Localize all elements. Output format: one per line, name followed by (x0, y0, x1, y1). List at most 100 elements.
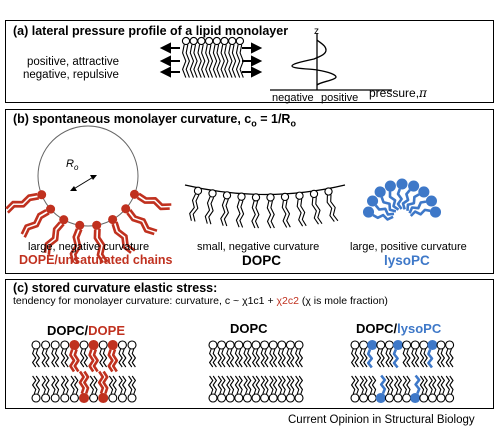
lipid-tail (239, 44, 244, 78)
lipid-head (235, 36, 245, 46)
lipid-tail (97, 228, 109, 263)
lipid-tail (185, 44, 190, 78)
lipid-tail (394, 375, 399, 395)
lipid-head (121, 204, 131, 214)
mix1-label: DOPC/DOPE (47, 323, 126, 338)
lipid-head (384, 393, 394, 403)
lipid-tail (411, 348, 416, 368)
lipid-tail (122, 348, 127, 368)
lipid-head (392, 339, 404, 351)
lipid-tail (266, 200, 272, 229)
lipid-tail (201, 44, 206, 78)
lipid-tail (406, 375, 411, 395)
lipid-head (225, 340, 235, 350)
lipid-head (225, 393, 235, 403)
lipid-tail (112, 375, 117, 395)
lipid-head (59, 215, 69, 225)
lipid-tail (74, 375, 79, 395)
lipid-tail (414, 374, 421, 394)
lipid-tail (205, 44, 210, 78)
lipid-tail (228, 44, 233, 78)
lipid-tail (212, 348, 217, 368)
lipid-head (217, 393, 227, 403)
lipid-head (208, 340, 218, 350)
lipid-tail (83, 348, 88, 368)
lipid-tail (51, 348, 56, 368)
lipid-tail (226, 348, 231, 368)
lipid-tail (107, 349, 114, 373)
lipid-head (237, 192, 246, 201)
lipid-tail (290, 375, 295, 395)
lipid-tail (35, 375, 40, 395)
lipid-head (260, 393, 270, 403)
lipid-head (37, 190, 47, 200)
col1-desc: large, negative curvature (28, 241, 150, 253)
lipid-tail (32, 375, 37, 395)
lipid-tail (111, 349, 119, 373)
lipid-tail (118, 375, 123, 395)
lipid-tail (402, 348, 407, 368)
lipid-tail (92, 349, 99, 373)
lipid-tail (136, 196, 170, 211)
lipid-tail (330, 194, 339, 222)
lipid-tail (74, 229, 83, 264)
lipid-tail (354, 375, 359, 395)
lipid-tail (220, 44, 225, 78)
lipid-tail (229, 375, 235, 395)
axis-z: z (314, 26, 319, 37)
lipid-tail (440, 348, 445, 368)
lipid-head (309, 189, 319, 199)
lipid-tail (41, 375, 46, 395)
lipid-tail (78, 370, 85, 394)
curvature-circle (37, 125, 139, 227)
mix2-label: DOPC (230, 321, 268, 336)
lipid-tail (372, 213, 394, 221)
lipid-tail (272, 348, 278, 368)
lipid-head (92, 220, 102, 230)
lipid-tail (223, 198, 229, 227)
lipid-tail (102, 370, 109, 394)
lipid-head (41, 393, 51, 403)
lipid-head (208, 189, 217, 198)
lipid-tail (108, 375, 114, 395)
lipid-tail (252, 375, 257, 395)
lipid-tail (368, 375, 373, 395)
lipid-head (295, 191, 304, 200)
lipid-tail (88, 349, 95, 373)
lipid-head (294, 340, 304, 350)
lipid-tail (197, 44, 202, 78)
lipid-head (384, 340, 394, 350)
lipid-head (69, 339, 80, 351)
lipid-tail (423, 348, 428, 368)
col2-desc: small, negative curvature (197, 241, 320, 253)
lipid-tail (235, 199, 241, 228)
lipid-head (359, 340, 369, 350)
lipid-tail (93, 229, 104, 264)
lipid-tail (264, 348, 269, 368)
lipid-head (98, 340, 108, 350)
lipid-tail (45, 348, 50, 368)
col3-name: lysoPC (384, 253, 430, 268)
lipid-tail (311, 197, 319, 225)
panel-c-title: (c) stored curvature elastic stress: (13, 281, 218, 295)
lipid-tail (234, 348, 240, 368)
lipid-tail (99, 348, 104, 368)
lipid-tail (351, 375, 356, 395)
lipid-head (222, 191, 232, 200)
lipid-tail (254, 200, 260, 229)
lipid-head (266, 193, 275, 202)
lipid-tail (298, 348, 303, 368)
lipid-tail (295, 375, 300, 395)
lipid-tail (432, 375, 437, 395)
lipid-tail (189, 44, 195, 78)
label-negative-repulsive: negative, repulsive (23, 69, 119, 81)
lipid-tail (209, 375, 214, 395)
lipid-tail (229, 348, 235, 368)
lipid-tail (247, 375, 252, 395)
lipid-head (425, 195, 437, 207)
lipid-tail (392, 349, 399, 369)
lipid-head (79, 340, 89, 350)
lipid-tail (374, 204, 395, 216)
lipid-head (396, 178, 408, 190)
